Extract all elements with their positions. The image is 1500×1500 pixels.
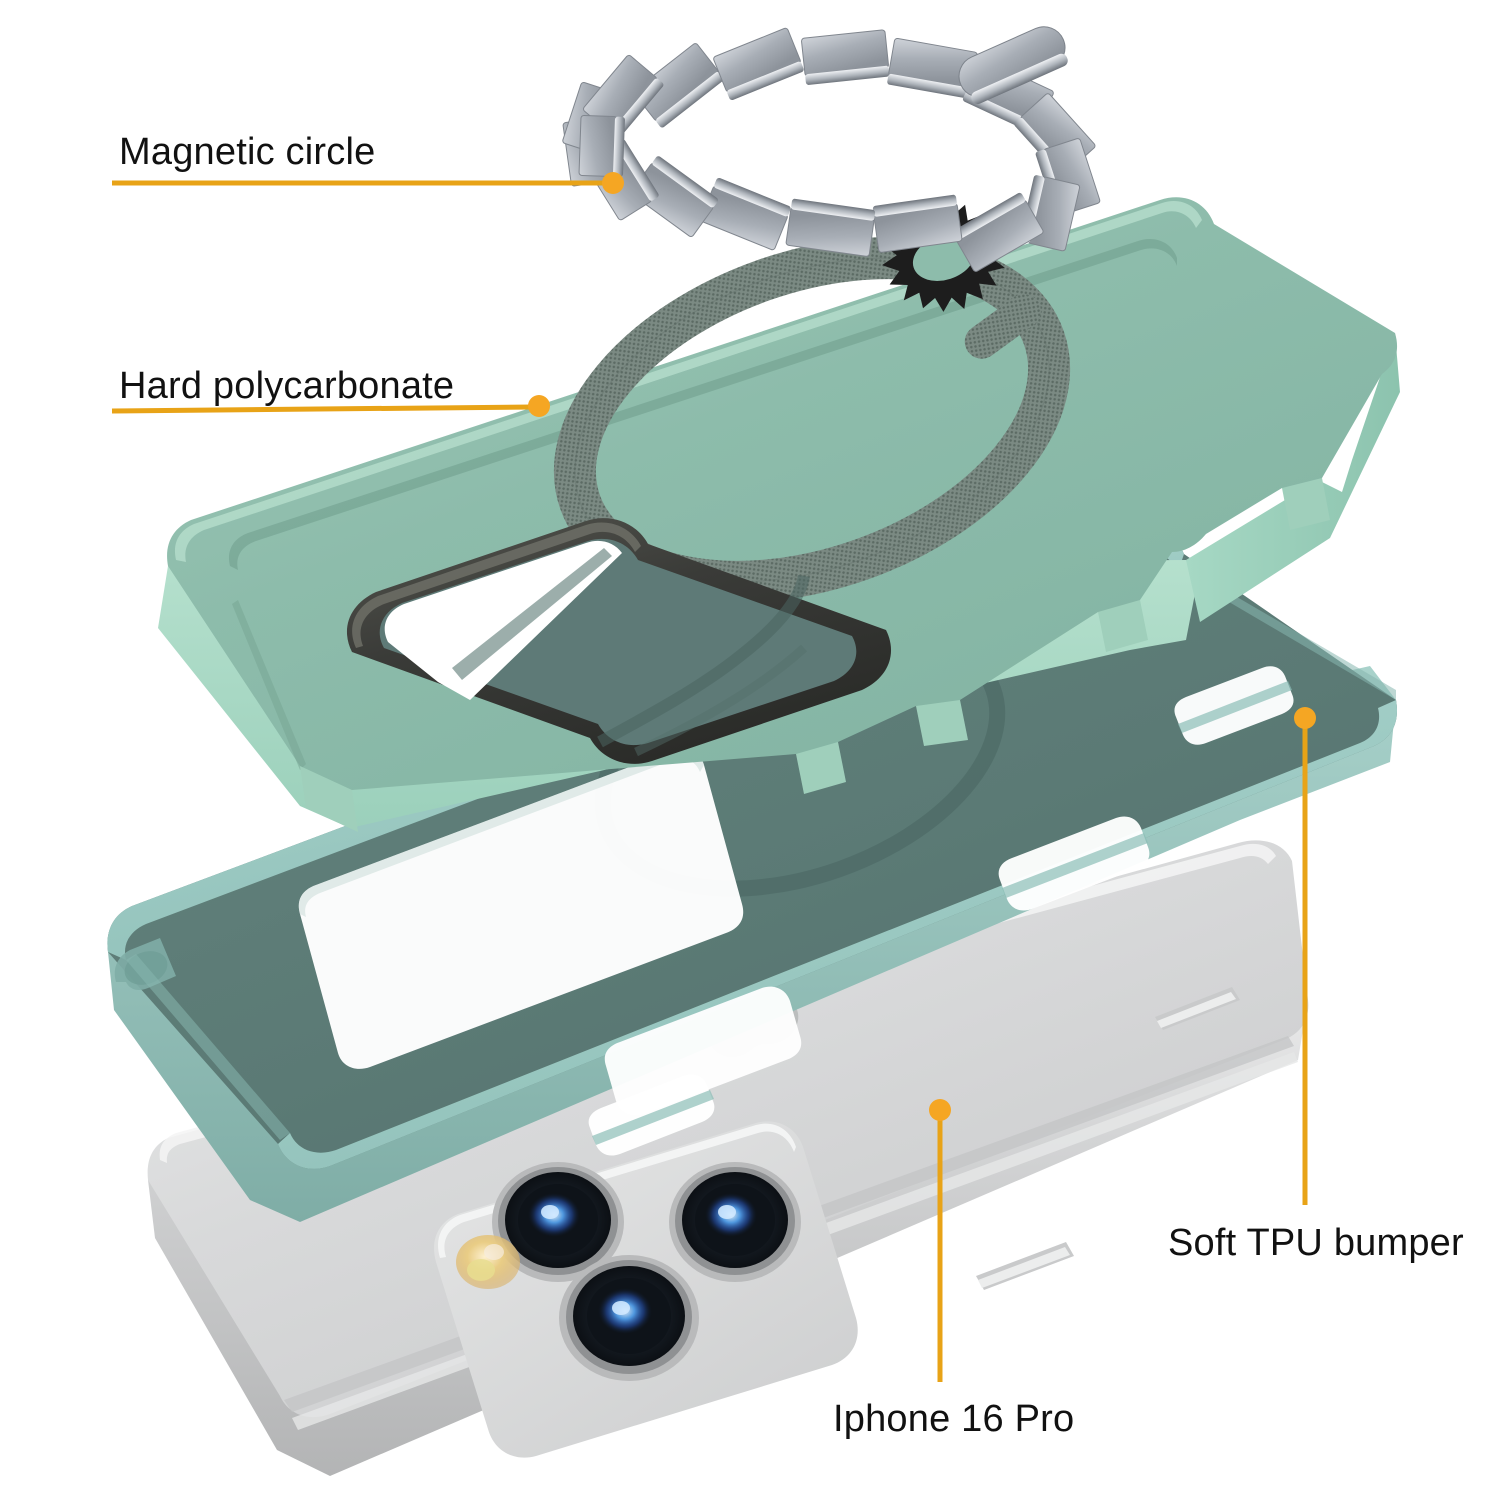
callout-label-iphone-16-pro: Iphone 16 Pro xyxy=(833,1398,1075,1440)
camera-lens-3 xyxy=(559,1255,699,1381)
magnet-segment-group xyxy=(562,27,1101,272)
camera-cutout xyxy=(346,518,892,764)
leader-dot-soft-tpu-bumper xyxy=(1294,707,1316,729)
hard-polycarbonate-shell xyxy=(158,197,1400,832)
callout-leaders xyxy=(111,172,1316,1382)
leader-dot-hard-polycarbonate xyxy=(528,395,550,417)
magnetic-circle-ring xyxy=(562,26,1101,272)
iphone-16-pro-body xyxy=(147,840,1309,1476)
pill-magnet xyxy=(958,26,1068,105)
leader-line-hard-polycarbonate xyxy=(111,404,534,414)
phone-side-buttons xyxy=(976,987,1240,1290)
callout-label-magnetic-circle: Magnetic circle xyxy=(119,131,376,173)
leader-dot-magnetic-circle xyxy=(602,172,624,194)
camera-lens-1 xyxy=(492,1162,624,1282)
magsafe-ring xyxy=(553,237,1071,603)
tpu-button-cutouts xyxy=(588,666,1294,1156)
camera-lens-2 xyxy=(669,1162,801,1282)
phone-camera-module xyxy=(434,1121,858,1458)
callout-label-hard-polycarbonate: Hard polycarbonate xyxy=(119,365,455,407)
callout-label-soft-tpu-bumper: Soft TPU bumper xyxy=(1168,1222,1464,1264)
alignment-pill-mark xyxy=(964,294,1041,359)
leader-dot-iphone xyxy=(929,1099,951,1121)
camera-flash xyxy=(456,1235,520,1289)
